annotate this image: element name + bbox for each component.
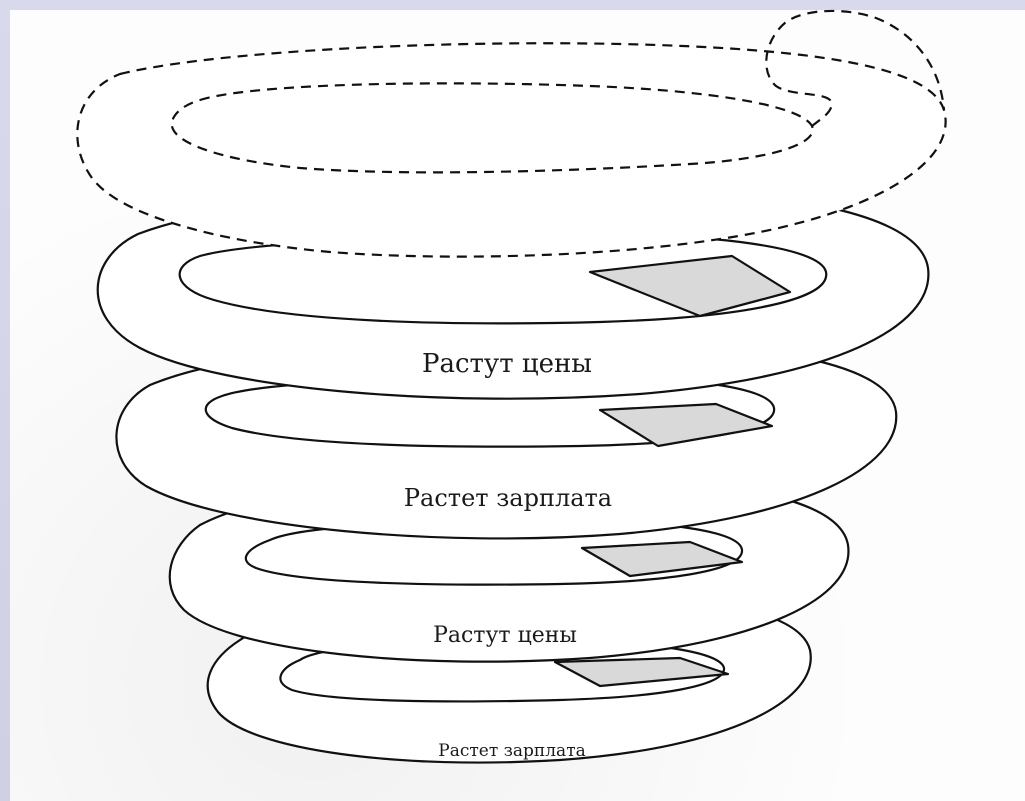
- dashed-inner-coil: [172, 83, 813, 172]
- spiral-turn-4-label: Растет зарплата: [438, 741, 585, 761]
- spiral-turn-1-label: Растут цены: [422, 349, 592, 379]
- spiral-turn-3-label: Растут цены: [433, 623, 577, 648]
- spiral-turn-2-label: Растет зарплата: [404, 484, 612, 512]
